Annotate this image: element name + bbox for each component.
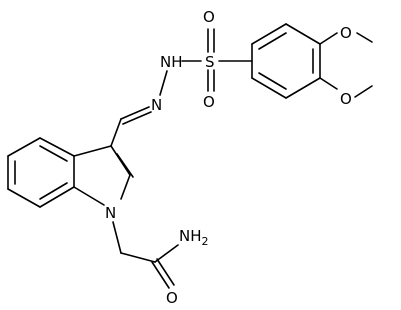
ring-bond xyxy=(251,77,287,99)
c-c-bond xyxy=(110,118,122,147)
n-n-bond xyxy=(159,70,168,96)
ring-double-bond xyxy=(258,72,287,90)
benzo-double-bond xyxy=(39,182,68,200)
pyrrole-bond xyxy=(73,186,105,206)
ring-bond xyxy=(285,23,321,45)
c-n-double-bond xyxy=(122,111,152,125)
pyrrole-bond xyxy=(120,174,131,200)
benzo-bond xyxy=(39,186,75,208)
sulfonyl-oxygen-top: O xyxy=(203,8,215,26)
dimethoxyphenyl-ring xyxy=(251,23,321,99)
sulfonyl-oxygen-bottom: O xyxy=(203,93,215,111)
benzo-bond xyxy=(7,188,41,208)
c-o-double-bond xyxy=(151,261,170,289)
methoxy-oxygen-bottom: O xyxy=(340,90,352,108)
methoxy-bond xyxy=(319,32,338,45)
ch2-c-bond xyxy=(120,252,156,263)
methoxy-bond xyxy=(319,77,338,90)
indole-nitrogen: N xyxy=(105,204,116,222)
sulfonyl-group: O S O NH xyxy=(160,8,253,111)
sulfur-atom: S xyxy=(205,53,215,71)
methoxy-oxygen-top: O xyxy=(340,24,352,42)
methoxy-groups: O O xyxy=(319,24,373,108)
c-n-double-bond xyxy=(120,106,150,120)
benzo-double-bond xyxy=(39,145,68,162)
ring-double-bond xyxy=(258,32,287,50)
sulfonamide-nh: NH xyxy=(160,53,183,71)
benzo-bond xyxy=(7,137,41,157)
ring-bond xyxy=(285,77,321,99)
hydrazone-linker: N xyxy=(110,70,168,147)
carbonyl-oxygen: O xyxy=(166,289,178,307)
indole-ring: N xyxy=(7,137,134,222)
ring-bond xyxy=(251,23,287,45)
c-o-double-bond xyxy=(156,258,175,286)
amide-nh2: NH2 xyxy=(179,227,209,248)
methoxy-bond xyxy=(356,32,373,43)
hydrazone-nitrogen: N xyxy=(151,96,162,114)
pyrrole-bond xyxy=(73,145,112,157)
pyrrole-bond xyxy=(110,145,131,176)
methoxy-bond xyxy=(354,85,373,98)
benzo-bond xyxy=(39,137,75,157)
n-ch2-bond xyxy=(112,221,122,254)
pyrrole-double-bond xyxy=(116,153,134,178)
c-n-amide-bond xyxy=(154,244,179,263)
acetamide-group: NH2 O xyxy=(112,221,209,307)
